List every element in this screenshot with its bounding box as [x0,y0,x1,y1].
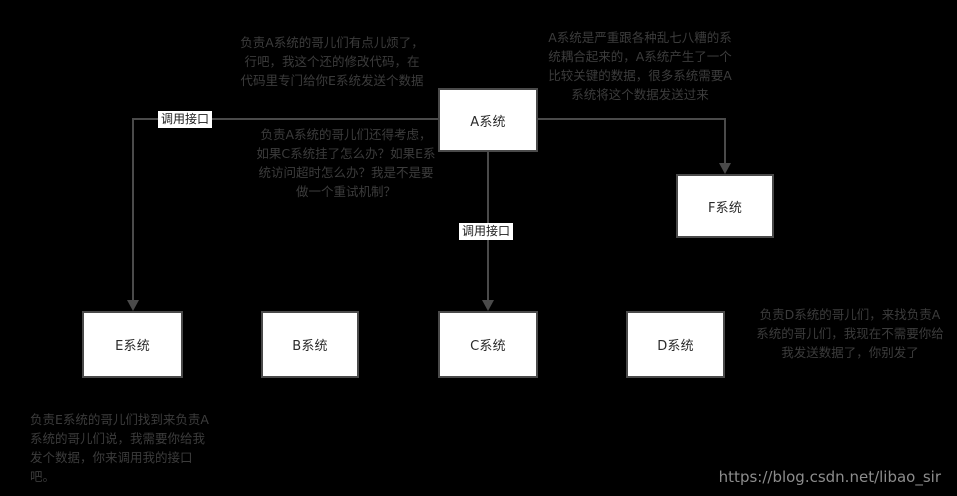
node-e-system-label: E系统 [115,339,150,354]
node-c-system[interactable]: C系统 [438,311,538,378]
node-d-system[interactable]: D系统 [626,311,725,378]
node-f-system[interactable]: F系统 [676,174,774,238]
annotation-a-publish: A系统是严重跟各种乱七八糟的系统耦合起来的，A系统产生了一个比较关键的数据，很多… [548,30,732,102]
node-b-system-label: B系统 [292,339,328,354]
edge-label-a-to-e: 调用接口 [158,111,213,128]
arrowhead-into-e-icon [127,300,139,311]
watermark-url: https://blog.csdn.net/libao_sir [718,468,941,486]
arrowhead-into-f-icon [719,163,731,174]
annotation-d-unsubscribe: 负责D系统的哥儿们，来找负责A系统的哥儿们，我现在不需要你给我发送数据了，你别发… [756,307,944,360]
node-c-system-label: C系统 [470,339,506,354]
node-d-system-label: D系统 [657,339,694,354]
annotation-a-retry: 负责A系统的哥儿们还得考虑，如果C系统挂了怎么办？如果E系统访问超时怎么办？我是… [256,127,436,199]
arrowhead-into-c-icon [482,300,494,311]
node-b-system[interactable]: B系统 [261,311,359,378]
node-a-system[interactable]: A系统 [438,88,538,152]
annotation-e-request: 负责E系统的哥儿们找到来负责A系统的哥儿们说，我需要你给我发个数据，你来调用我的… [30,412,209,484]
connector-a-to-f-horizontal [537,118,726,120]
node-a-system-label: A系统 [470,114,506,130]
connector-a-to-e-horizontal [132,118,439,120]
connector-a-to-e-vertical [132,118,134,308]
connector-a-to-f-vertical [724,118,726,171]
node-f-system-label: F系统 [707,200,743,216]
node-e-system[interactable]: E系统 [82,311,183,378]
annotation-a-to-e: 负责A系统的哥儿们有点儿烦了，行吧，我这个还的修改代码，在代码里专门给你E系统发… [240,35,424,88]
edge-label-a-to-c: 调用接口 [459,223,514,240]
